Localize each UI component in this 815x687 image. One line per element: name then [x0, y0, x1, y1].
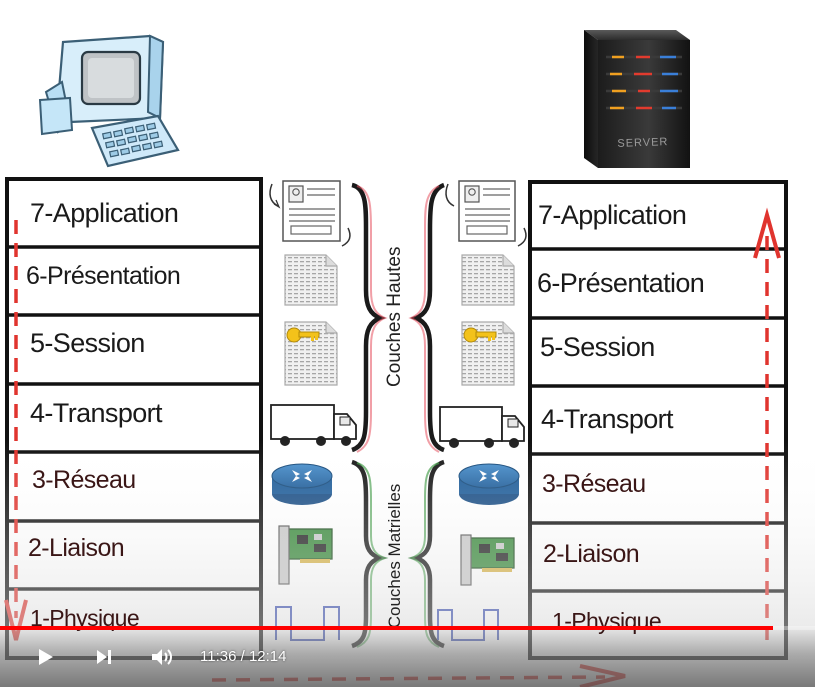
server-layer-5: 5-Session: [540, 332, 655, 362]
progress-bar[interactable]: [0, 626, 815, 630]
duration: 12:14: [248, 648, 287, 665]
volume-icon: [152, 649, 172, 665]
upper-layers-label: Couches Hautes: [384, 246, 405, 387]
client-layer-7: 7-Application: [30, 198, 179, 228]
lower-layers-label: Couches Matrielles: [385, 483, 404, 629]
client-layer-3: 3-Réseau: [32, 466, 136, 494]
key-document-icon: [461, 321, 515, 386]
server-layer-2: 2-Liaison: [543, 540, 640, 568]
server-icon: SERVER: [584, 30, 690, 168]
client-layer-4: 4-Transport: [30, 398, 163, 428]
data-sheet-icon: [461, 254, 515, 306]
video-bottom-shade: [0, 440, 815, 687]
play-button[interactable]: [30, 642, 60, 672]
progress-bar-played: [0, 626, 773, 630]
server-layer-7: 7-Application: [538, 200, 687, 230]
server-layer-6: 6-Présentation: [537, 268, 705, 298]
upward-flow-arrow: [753, 207, 781, 640]
play-icon: [39, 649, 53, 665]
delivery-truck-icon: [270, 404, 357, 446]
client-layer-6: 6-Présentation: [26, 262, 181, 290]
upper-layers-brace-right: [409, 182, 446, 453]
data-sheet-icon: [284, 254, 338, 306]
server-label: SERVER: [617, 136, 668, 150]
client-layer-2: 2-Liaison: [28, 534, 125, 562]
key-document-icon: [284, 321, 338, 386]
current-time: 11:36: [200, 648, 237, 665]
server-layer-4: 4-Transport: [541, 404, 674, 434]
next-button[interactable]: [89, 642, 119, 672]
time-slash: /: [240, 648, 245, 665]
skip-next-icon: [97, 650, 111, 664]
time-display: 11:36 / 12:14: [200, 648, 287, 665]
upper-layers-brace-left-glow: [356, 185, 388, 453]
upper-layers-brace-left: [351, 182, 387, 453]
upper-layers-brace-right-glow: [408, 185, 440, 453]
server-layer-3: 3-Réseau: [542, 470, 646, 498]
computer-icon: [38, 34, 180, 168]
document-with-photo-icon: [269, 180, 351, 247]
mute-button[interactable]: [147, 642, 177, 672]
video-player-controls: 11:36 / 12:14: [0, 626, 815, 687]
document-with-photo-icon: [445, 180, 527, 247]
client-layer-5: 5-Session: [30, 328, 145, 358]
